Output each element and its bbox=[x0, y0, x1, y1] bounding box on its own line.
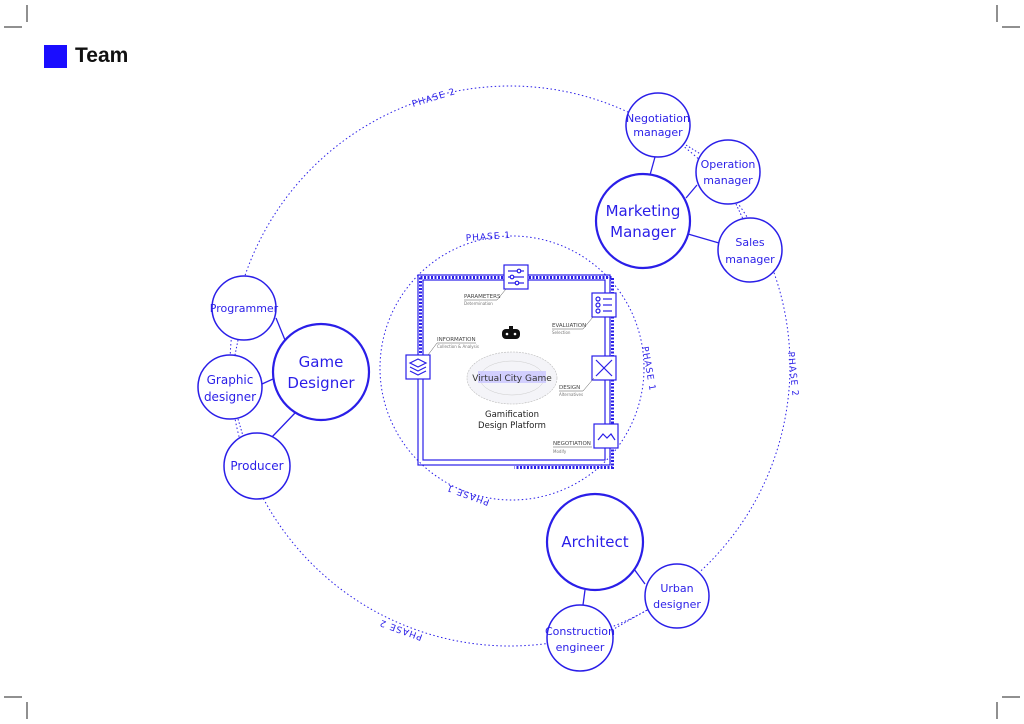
city-map-illustration bbox=[466, 351, 558, 405]
game-title: Virtual City Game bbox=[472, 374, 552, 384]
page-header: Team bbox=[44, 44, 128, 68]
node-circles bbox=[197, 92, 783, 672]
node-architect: Architect bbox=[561, 533, 628, 551]
step-evaluation-title: EVALUATION bbox=[552, 323, 586, 329]
phase-2-label-top: PHASE 2 bbox=[411, 87, 457, 110]
step-captions: PARAMETERS Determination EVALUATION Sele… bbox=[437, 294, 591, 454]
step-evaluation-sub: Selection bbox=[552, 330, 571, 335]
page-title: Team bbox=[75, 44, 129, 67]
phase-2-ring bbox=[229, 85, 791, 647]
node-producer: Producer bbox=[230, 459, 283, 473]
step-design-sub: Alternatives bbox=[559, 392, 583, 397]
node-programmer: Programmer bbox=[210, 302, 279, 315]
phase-2-label-right: PHASE 2 bbox=[785, 351, 800, 397]
step-design-title: DESIGN bbox=[559, 385, 580, 391]
step-parameters-sub: Determination bbox=[464, 301, 493, 306]
phase-1-label-top: PHASE 1 bbox=[466, 231, 512, 244]
gamepad-icon bbox=[502, 326, 520, 339]
step-information-sub: Collection & Analysis bbox=[437, 344, 479, 349]
phase-2-label-bottom: PHASE 2 bbox=[378, 617, 424, 642]
pencil-ruler-icon bbox=[591, 355, 617, 381]
dotted-connectors bbox=[234, 144, 744, 631]
step-icons bbox=[405, 264, 619, 449]
step-negotiation-title: NEGOTIATION bbox=[553, 441, 591, 447]
sliders-icon bbox=[503, 264, 529, 290]
phase-1-label-bottom: PHASE 1 bbox=[445, 482, 491, 507]
brand-square-icon bbox=[44, 44, 67, 68]
crop-marks bbox=[4, 5, 1020, 719]
phase-1-ring bbox=[379, 235, 645, 501]
step-leader-lines bbox=[427, 288, 595, 448]
step-negotiation-sub: Modify bbox=[553, 449, 567, 454]
handshake-icon bbox=[593, 423, 619, 449]
step-information-title: INFORMATION bbox=[437, 337, 476, 343]
step-parameters-title: PARAMETERS bbox=[464, 294, 501, 300]
rating-list-icon bbox=[591, 292, 617, 318]
layers-icon bbox=[405, 354, 431, 380]
phase-1-label-right: PHASE 1 bbox=[639, 346, 657, 392]
connectors bbox=[261, 156, 720, 606]
